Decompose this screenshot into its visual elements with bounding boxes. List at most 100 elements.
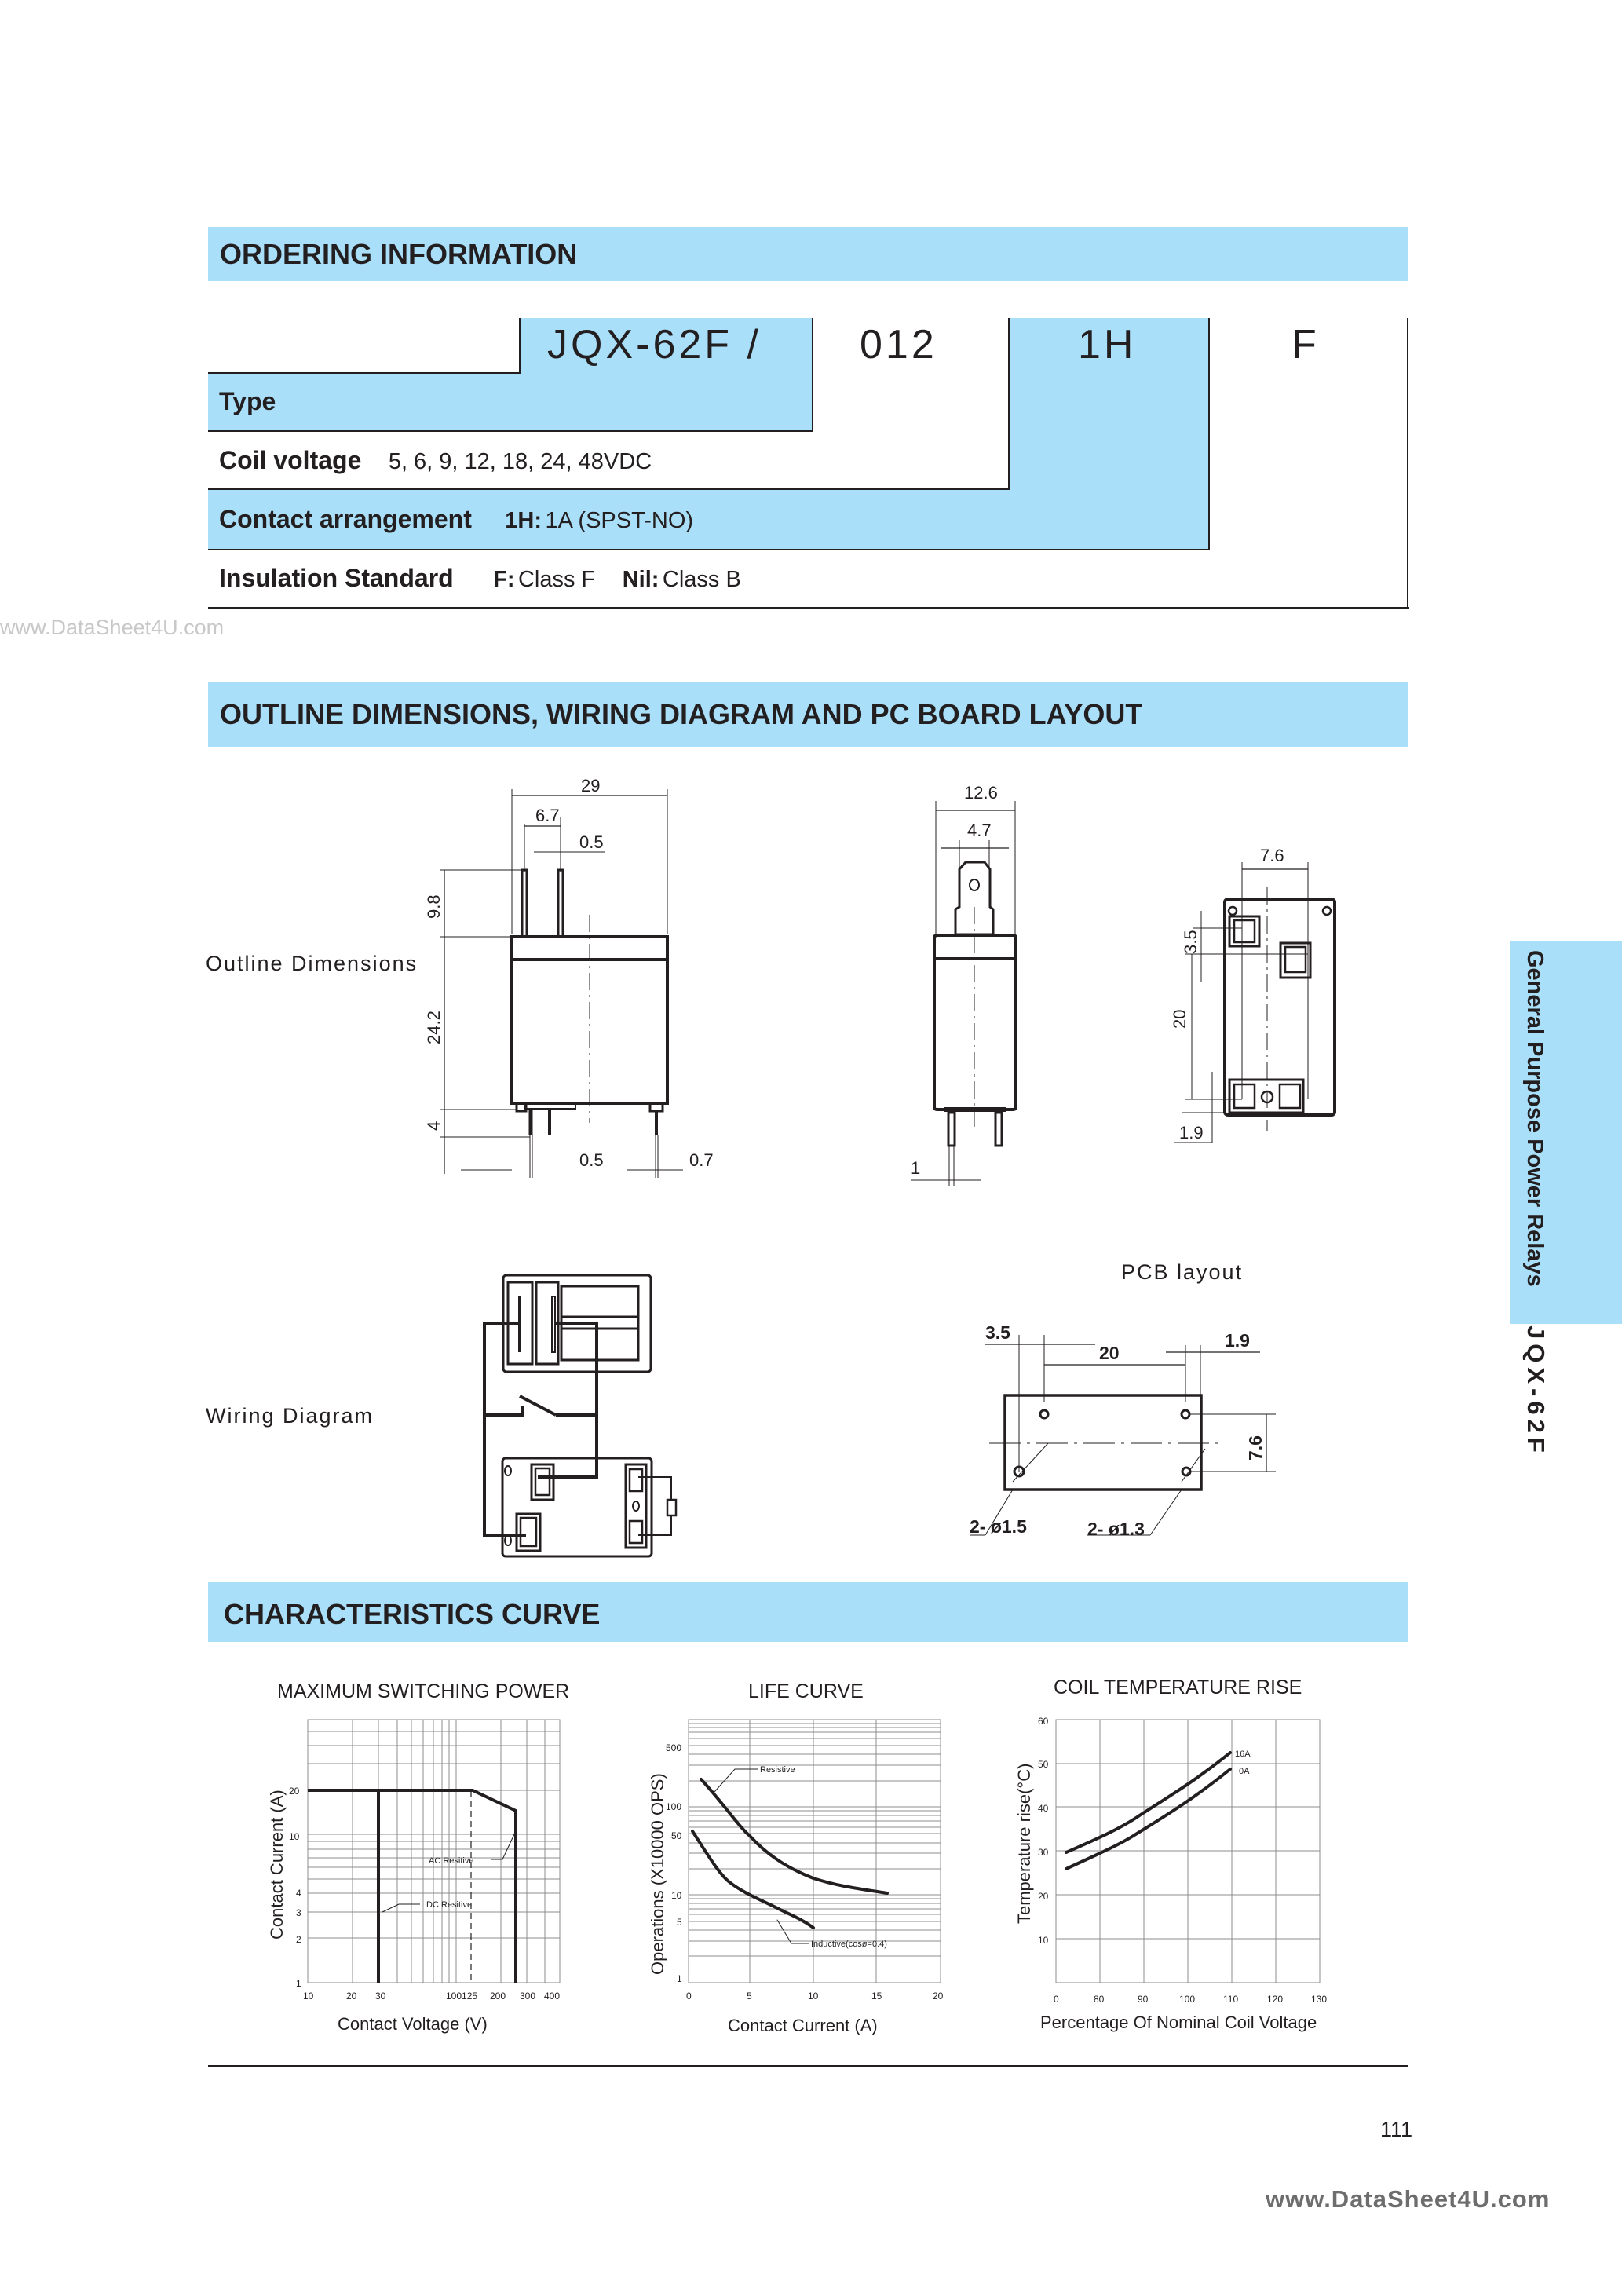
pcb-hole-small: 2- ø1.3 bbox=[1087, 1519, 1145, 1539]
dim-0-7: 0.7 bbox=[689, 1150, 714, 1170]
type-label: Type bbox=[219, 387, 276, 415]
svg-text:60: 60 bbox=[1038, 1716, 1049, 1727]
side-tab-model: JQX-62F bbox=[1522, 1325, 1550, 1457]
svg-text:10: 10 bbox=[303, 1991, 314, 2002]
contact-arrangement-row: Contact arrangement 1H: 1A (SPST-NO) bbox=[219, 505, 693, 534]
pcb-dim-1-9: 1.9 bbox=[1225, 1330, 1250, 1351]
pcb-dim-7-6: 7.6 bbox=[1245, 1435, 1266, 1461]
svg-text:400: 400 bbox=[544, 1991, 560, 2002]
legend-0a: 0A bbox=[1239, 1767, 1250, 1776]
svg-text:1: 1 bbox=[677, 1973, 682, 1984]
insulation-value-f: Class F bbox=[517, 567, 596, 592]
insulation-standard-label: Insulation Standard bbox=[219, 564, 454, 592]
dim-4-7: 4.7 bbox=[967, 821, 992, 840]
code-type-cell bbox=[520, 318, 813, 373]
svg-text:30: 30 bbox=[1038, 1847, 1049, 1858]
wiring-diagram-label: Wiring Diagram bbox=[206, 1404, 374, 1428]
bottom-rule bbox=[208, 2065, 1408, 2067]
svg-text:0: 0 bbox=[686, 1991, 692, 2002]
outline-dimensions-label: Outline Dimensions bbox=[206, 952, 418, 975]
wiring-diagram bbox=[483, 1274, 678, 1558]
x-axis-label: Contact Current (A) bbox=[728, 2016, 878, 2035]
svg-text:10: 10 bbox=[808, 1991, 819, 2002]
svg-text:20: 20 bbox=[289, 1786, 300, 1797]
insulation-standard-row: Insulation Standard F: Class F Nil: Clas… bbox=[219, 564, 741, 593]
code-insulation: F bbox=[1291, 322, 1320, 367]
svg-text:3: 3 bbox=[296, 1907, 301, 1918]
watermark-bottom: www.DataSheet4U.com bbox=[1266, 2185, 1551, 2213]
dim-0-5-top: 0.5 bbox=[579, 832, 604, 852]
svg-text:50: 50 bbox=[671, 1830, 682, 1841]
svg-text:90: 90 bbox=[1138, 1994, 1149, 2005]
coil-voltage-row: Coil voltage 5, 6, 9, 12, 18, 24, 48VDC bbox=[219, 446, 652, 475]
section-title: ORDERING INFORMATION bbox=[220, 238, 578, 270]
dim-29: 29 bbox=[581, 777, 600, 795]
svg-text:50: 50 bbox=[1038, 1759, 1049, 1770]
code-contact: 1H bbox=[1078, 322, 1137, 367]
contact-arrangement-value: 1A (SPST-NO) bbox=[545, 508, 694, 533]
code-coil: 012 bbox=[860, 322, 937, 367]
legend-16a: 16A bbox=[1235, 1749, 1251, 1759]
dim-0-5-bottom: 0.5 bbox=[579, 1150, 604, 1170]
section-title: CHARACTERISTICS CURVE bbox=[224, 1598, 601, 1630]
pcb-hole-large: 2- ø1.5 bbox=[970, 1516, 1027, 1537]
pcb-layout-drawing: 3.5 20 1.9 7.6 2- ø1.5 2- ø1.3 bbox=[970, 1322, 1276, 1539]
ordering-section-header: ORDERING INFORMATION bbox=[208, 227, 1408, 281]
svg-text:AC Resitive: AC Resitive bbox=[429, 1856, 473, 1866]
svg-text:100125: 100125 bbox=[446, 1991, 477, 2002]
svg-text:0: 0 bbox=[1054, 1994, 1059, 2005]
svg-text:500: 500 bbox=[666, 1742, 681, 1753]
insulation-value-nil: Class B bbox=[662, 567, 741, 592]
watermark-text: www.DataSheet4U.com bbox=[0, 616, 225, 639]
contact-row bbox=[208, 489, 1209, 550]
outline-section-header: OUTLINE DIMENSIONS, WIRING DIAGRAM AND P… bbox=[208, 682, 1408, 747]
code-type: JQX-62F / bbox=[547, 322, 762, 367]
y-axis-label: Temperature rise(°C) bbox=[1014, 1764, 1034, 1924]
front-view-drawing: 29 6.7 0.5 0.5 0.7 9.8 24.2 4 bbox=[424, 777, 714, 1178]
legend-resistive: Resistive bbox=[760, 1765, 795, 1775]
svg-text:1: 1 bbox=[296, 1978, 301, 1989]
x-axis-label: Percentage Of Nominal Coil Voltage bbox=[1040, 2013, 1317, 2032]
pcb-dim-20: 20 bbox=[1099, 1343, 1120, 1363]
svg-text:130: 130 bbox=[1311, 1994, 1327, 2005]
svg-text:20: 20 bbox=[933, 1991, 944, 2002]
insulation-key-f: F: bbox=[493, 567, 515, 592]
type-row bbox=[208, 373, 813, 431]
svg-text:4: 4 bbox=[296, 1888, 301, 1899]
side-tab bbox=[1510, 941, 1622, 1324]
section-title: OUTLINE DIMENSIONS, WIRING DIAGRAM AND P… bbox=[220, 698, 1143, 730]
contact-arrangement-key: 1H: bbox=[505, 508, 542, 533]
coil-temperature-rise-chart: COIL TEMPERATURE RISE 16A 0A 60 50 40 30 20… bbox=[1014, 1676, 1327, 2032]
life-curve-chart: LIFE CURVE Resistive Inductive(cosø=0.4)… bbox=[648, 1680, 944, 2035]
svg-text:DC Resitive: DC Resitive bbox=[426, 1900, 472, 1910]
svg-text:20: 20 bbox=[1038, 1891, 1049, 1902]
svg-text:20: 20 bbox=[346, 1991, 357, 2002]
svg-text:100: 100 bbox=[666, 1801, 681, 1812]
y-axis-label: Operations (X10000 OPS) bbox=[648, 1773, 667, 1975]
svg-text:110: 110 bbox=[1223, 1994, 1238, 2005]
chart-title: MAXIMUM SWITCHING POWER bbox=[277, 1680, 569, 1702]
svg-text:10: 10 bbox=[671, 1890, 682, 1901]
svg-text:300: 300 bbox=[520, 1991, 535, 2002]
side-tab-category: General Purpose Power Relays bbox=[1522, 950, 1547, 1287]
dim-7-6: 7.6 bbox=[1260, 846, 1284, 865]
svg-text:5: 5 bbox=[747, 1991, 752, 2002]
dim-1: 1 bbox=[911, 1158, 920, 1178]
svg-text:30: 30 bbox=[375, 1991, 386, 2002]
coil-voltage-label: Coil voltage bbox=[219, 446, 362, 474]
svg-text:2: 2 bbox=[296, 1934, 301, 1945]
dim-4: 4 bbox=[424, 1121, 444, 1131]
side-view-drawing: 12.6 4.7 1 bbox=[911, 783, 1017, 1186]
svg-text:15: 15 bbox=[871, 1991, 882, 2002]
pcb-layout-label: PCB layout bbox=[1121, 1260, 1244, 1284]
chart-title: COIL TEMPERATURE RISE bbox=[1054, 1676, 1302, 1698]
pcb-dim-3-5: 3.5 bbox=[985, 1322, 1010, 1343]
svg-text:80: 80 bbox=[1094, 1994, 1105, 2005]
svg-text:120: 120 bbox=[1267, 1994, 1283, 2005]
dim-12-6: 12.6 bbox=[964, 783, 998, 803]
svg-text:10: 10 bbox=[289, 1831, 300, 1842]
coil-voltage-value: 5, 6, 9, 12, 18, 24, 48VDC bbox=[388, 449, 652, 474]
dim-20: 20 bbox=[1170, 1010, 1189, 1029]
svg-text:40: 40 bbox=[1038, 1803, 1049, 1814]
insulation-key-nil: Nil: bbox=[622, 567, 659, 592]
